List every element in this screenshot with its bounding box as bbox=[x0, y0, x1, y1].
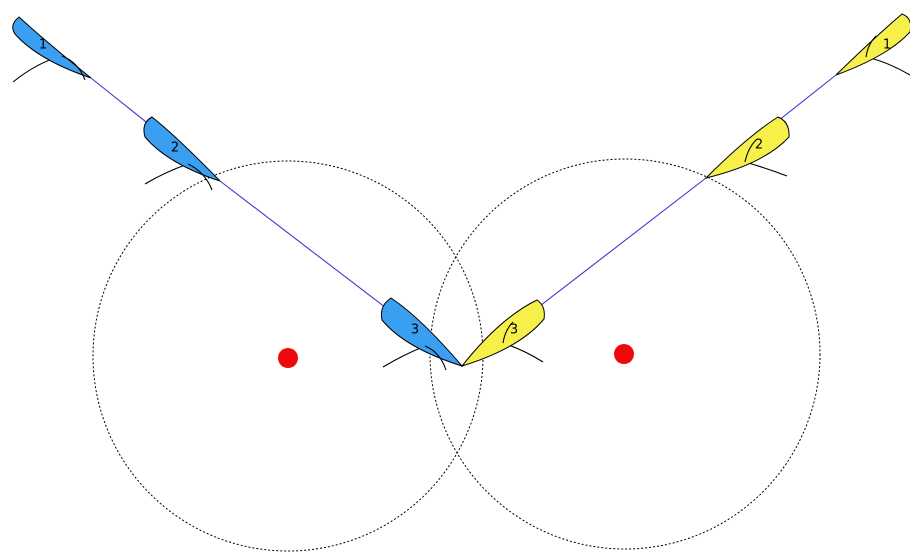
sail-icon bbox=[866, 57, 910, 75]
blue-boat: 1 2 3 bbox=[13, 17, 462, 370]
boat-hull-icon bbox=[144, 117, 220, 181]
red-mark bbox=[614, 344, 634, 364]
yellow-boat-position-2: 2 bbox=[706, 117, 789, 178]
yellow-boat-position-3: 3 bbox=[462, 300, 544, 366]
boat-hull-icon bbox=[836, 14, 910, 75]
yellow-boat-position-1: 1 bbox=[836, 14, 910, 75]
position-label: 3 bbox=[510, 323, 518, 338]
sail-icon bbox=[383, 346, 425, 367]
sail-icon bbox=[145, 164, 188, 184]
red-mark bbox=[278, 348, 298, 368]
position-label: 1 bbox=[883, 38, 891, 53]
sail-icon bbox=[745, 162, 787, 176]
position-label: 3 bbox=[411, 323, 419, 338]
blue-boat-position-2: 2 bbox=[144, 117, 220, 190]
boat-hull-icon bbox=[706, 117, 789, 178]
blue-boat-position-1: 1 bbox=[13, 17, 91, 82]
yellow-boat: 1 2 3 bbox=[462, 14, 910, 366]
position-label: 2 bbox=[171, 141, 179, 156]
position-label: 2 bbox=[755, 138, 763, 153]
boat-hull-icon bbox=[381, 298, 462, 366]
blue-boat-position-3: 3 bbox=[381, 298, 462, 370]
position-label: 1 bbox=[39, 38, 47, 53]
